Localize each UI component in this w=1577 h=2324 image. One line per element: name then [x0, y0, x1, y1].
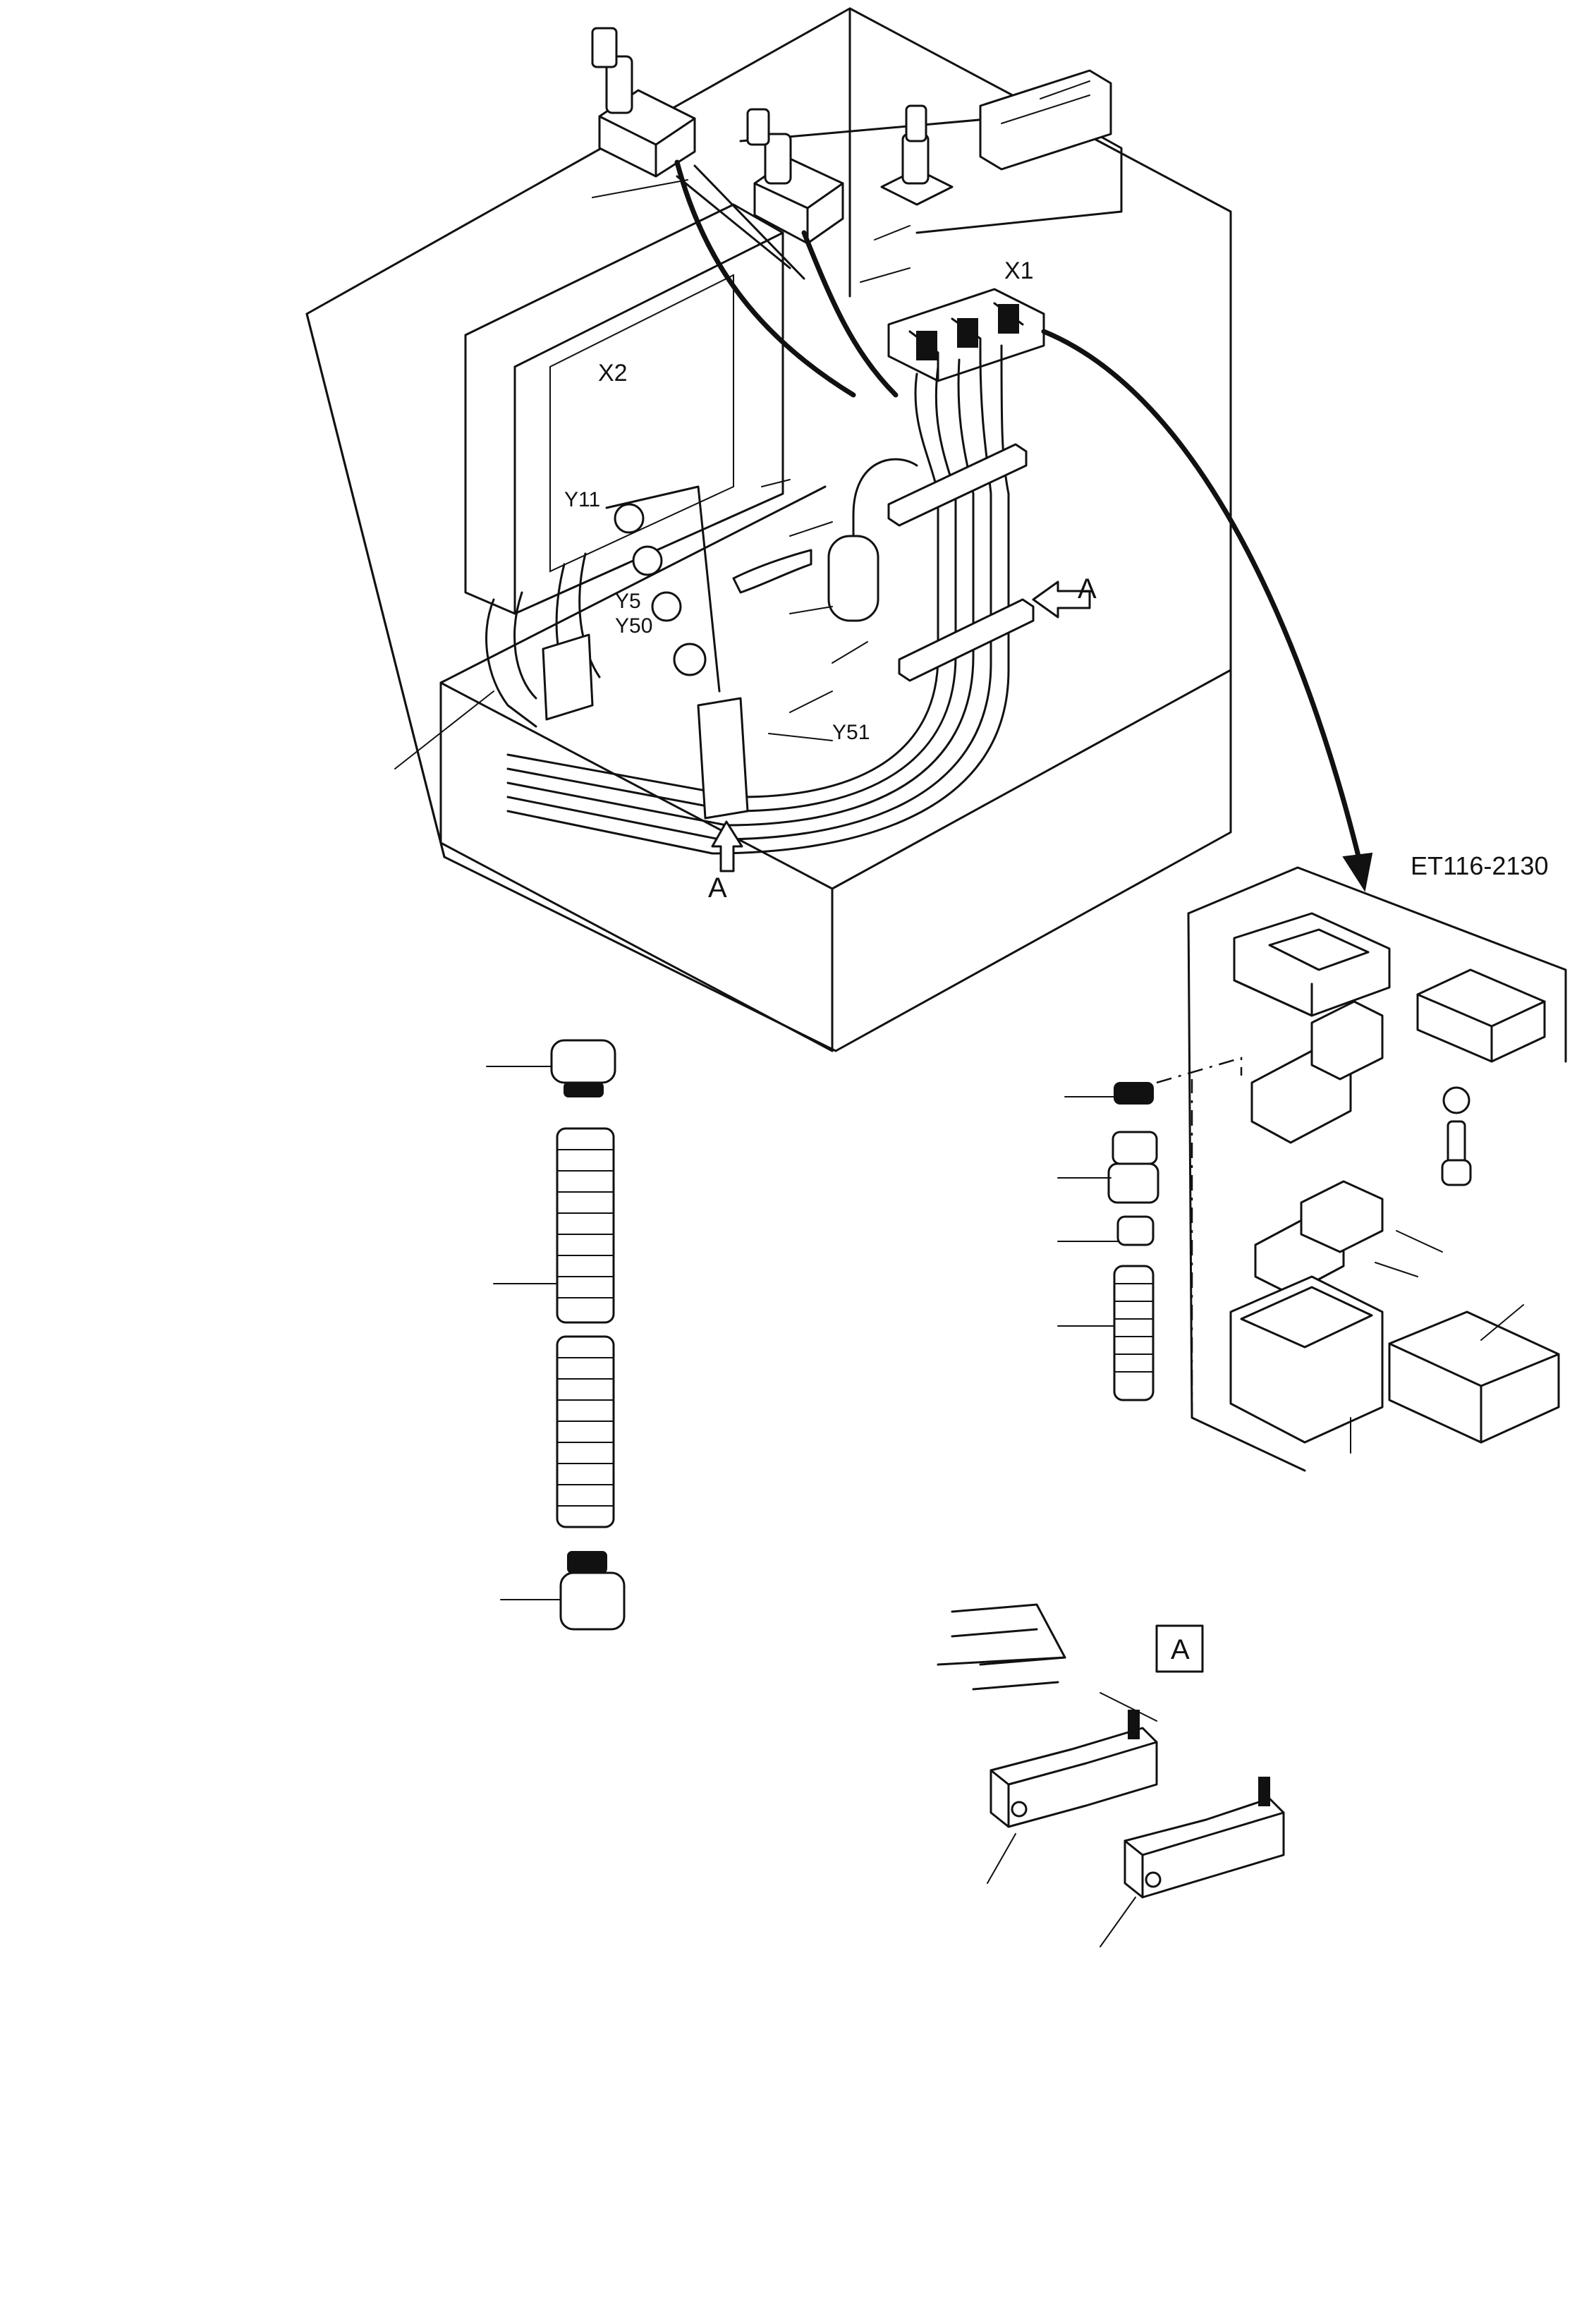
cable-harness: [485, 159, 1373, 892]
panel-x2: [464, 203, 784, 615]
joystick-3: [880, 104, 954, 206]
joystick-2: [746, 108, 844, 245]
label-y11: Y11: [564, 488, 600, 511]
joystick-1: [591, 27, 805, 280]
label-y50: Y50: [615, 614, 652, 638]
label-x1: X1: [1004, 257, 1034, 284]
connector-detail-panel: [1187, 866, 1567, 1472]
label-y51: Y51: [832, 721, 870, 744]
label-ref-code: ET116-2130: [1411, 851, 1548, 880]
detail-a-label-box: [1155, 1624, 1204, 1673]
label-view-a-bottom: A: [708, 872, 727, 904]
leader-lines-main: [394, 179, 911, 769]
solenoid-valves: [605, 485, 721, 693]
connector-block-x1: [887, 288, 1045, 382]
view-arrow-a-bottom: [711, 820, 743, 872]
view-arrow-a-right: [1032, 580, 1091, 619]
label-y5: Y5: [615, 590, 641, 613]
harness-clamps: [542, 443, 1035, 820]
cable-gland-assembly: [1057, 1057, 1243, 1401]
label-detail-a: A: [1171, 1634, 1190, 1665]
accumulator: [732, 458, 918, 622]
label-view-a-right: A: [1078, 573, 1097, 604]
label-x2: X2: [598, 360, 628, 387]
control-cabinet: [305, 7, 1232, 1052]
conduit-assembly: [486, 1039, 626, 1631]
detail-a-clamp: [937, 1603, 1285, 1947]
